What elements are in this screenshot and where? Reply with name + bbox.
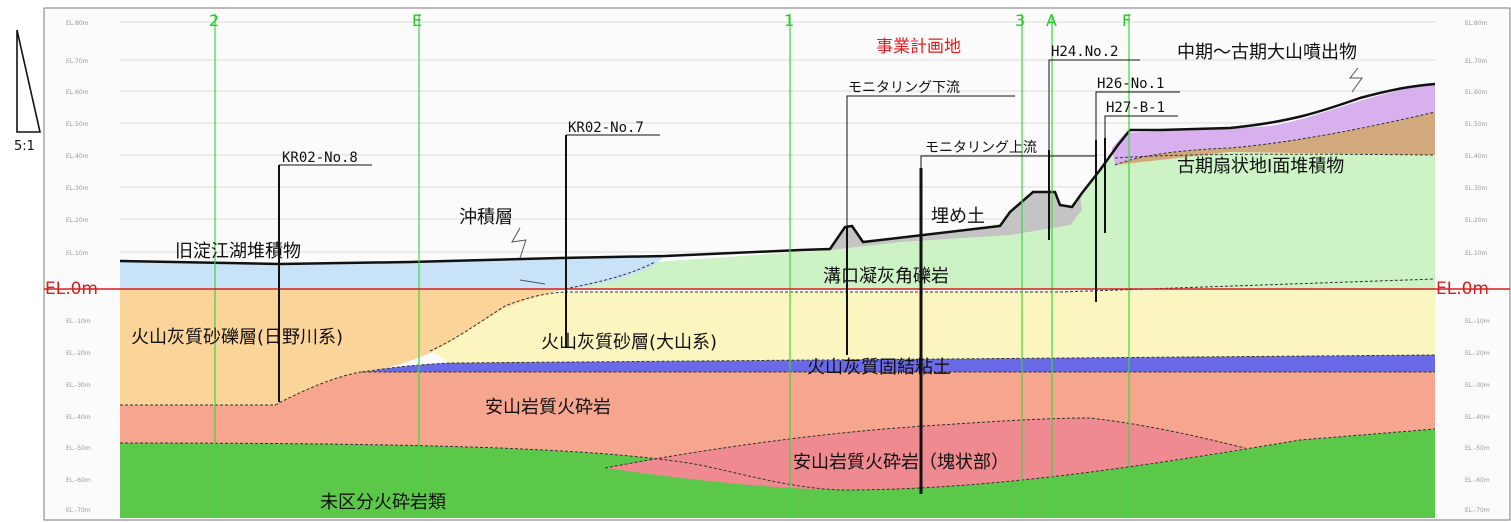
elevation-tick-label: EL.-70m [1465, 507, 1490, 514]
vertical-scale-triangle [16, 29, 42, 133]
elevation-tick-label: EL.-60m [1465, 477, 1490, 484]
label-alluvium: 沖積層 [459, 207, 513, 228]
elevation-tick-label: EL.50m [1465, 121, 1488, 128]
annotation-leaders [511, 67, 1363, 285]
scale-label: 5:1 [14, 139, 35, 154]
borehole-monitor-up-leader [920, 155, 1096, 168]
elevation-tick-label: EL.70m [66, 58, 89, 65]
borehole-label-kr02-no7: KR02-No.7 [568, 120, 644, 136]
label-andesitic-pyroclastics: 安山岩質火砕岩 [485, 397, 611, 418]
elevation-tick-label: EL.-10m [66, 318, 91, 325]
layer-daisen-ejecta [1112, 84, 1435, 165]
elevation-ticks-left: EL.80mEL.70mEL.60mEL.50mEL.40mEL.30mEL.2… [66, 20, 91, 514]
layer-mizokuchi-tuff-breccia [565, 150, 1435, 289]
elevation-ticks-right: EL.80mEL.70mEL.60mEL.50mEL.40mEL.30mEL.2… [1465, 20, 1490, 514]
elevation-tick-label: EL.20m [66, 217, 89, 224]
layer-old-yodoe-lake-deposits [120, 256, 665, 289]
survey-gridlines [214, 14, 1130, 518]
borehole-label-monitor-up: モニタリング上流 [925, 140, 1037, 156]
label-volcanic-ash-clay: 火山灰質固結粘土 [807, 357, 951, 378]
elevation-tick-label: EL.50m [66, 121, 89, 128]
grid-label-2: 2 [209, 11, 219, 30]
grid-label-a: A [1046, 11, 1057, 30]
ground-surface-line [119, 82, 1436, 266]
grid-label-f: F [1122, 11, 1131, 30]
elevation-tick-label: EL.-60m [66, 477, 91, 484]
elevation-tick-label: EL.-50m [1465, 445, 1490, 452]
label-daisen-ejecta: 中期～古期大山噴出物 [1177, 42, 1357, 63]
borehole-monitor-down-leader [846, 95, 1015, 226]
elevation-tick-label: EL.-40m [66, 414, 91, 421]
elevation-tick-label: EL.60m [1465, 89, 1488, 96]
borehole-h27-b1-leader [1104, 115, 1178, 138]
elevation-tick-label: EL.-40m [1465, 414, 1490, 421]
label-old-yodoe-lake-deposits: 旧淀江湖堆積物 [175, 241, 301, 262]
elevation-tick-label: EL.-10m [1465, 318, 1490, 325]
leader-alluvium-lower [519, 279, 546, 285]
project-site-title: 事業計画地 [876, 37, 961, 57]
elevation-tick-label: EL.80m [66, 20, 89, 27]
layer-old-fan-deposits [1115, 112, 1435, 165]
layer-volcanic-ash-clay [362, 355, 1435, 372]
elevation-tick-label: EL.-30m [66, 382, 91, 389]
layer-hino-volcanic-gravel [120, 289, 565, 405]
leader-ejecta [1348, 67, 1363, 93]
elevation-tick-label: EL.40m [66, 153, 89, 160]
elevation-tick-label: EL.-50m [66, 445, 91, 452]
label-undivided-pyroclastics: 未区分火砕岩類 [320, 492, 446, 513]
elevation-tick-label: EL.-70m [66, 507, 91, 514]
borehole-label-monitor-down: モニタリング下流 [848, 80, 960, 96]
borehole-label-h27-b1: H27-B-1 [1106, 100, 1165, 116]
label-fill-soil: 埋め土 [931, 206, 985, 227]
elevation-tick-label: EL.-20m [66, 350, 91, 357]
borehole-h26-no1-leader [1095, 91, 1180, 140]
elevation-tick-label: EL.-30m [1465, 382, 1490, 389]
layer-andesitic-pyroclastics-block [605, 418, 1245, 490]
elevation-tick-label: EL.10m [66, 250, 89, 257]
layer-undivided-pyroclastics [120, 429, 1435, 518]
layer-daisen-volcanic-sand [430, 289, 1435, 363]
datum-label-left: EL.0m [45, 279, 98, 299]
borehole-label-kr02-no8: KR02-No.8 [282, 150, 358, 166]
leader-alluvium [511, 227, 527, 259]
borehole-label-h24-no2: H24.No.2 [1051, 44, 1118, 60]
elevation-tick-label: EL.80m [1465, 20, 1488, 27]
elevation-tick-label: EL.30m [66, 185, 89, 192]
grid-label-e: E [412, 11, 422, 30]
elevation-tick-label: EL.10m [1465, 250, 1488, 257]
elevation-tick-label: EL.-20m [1465, 350, 1490, 357]
layer-fill-soil [830, 192, 1082, 250]
grid-label-1: 1 [784, 11, 794, 30]
label-andesitic-pyroclastics-block: 安山岩質火砕岩（塊状部） [793, 452, 1009, 473]
borehole-lines [278, 59, 1180, 494]
elevation-tick-label: EL.60m [66, 89, 89, 96]
label-daisen-volcanic-sand: 火山灰質砂層(大山系) [541, 332, 717, 353]
borehole-label-h26-no1: H26-No.1 [1097, 76, 1164, 92]
layer-boundaries [119, 111, 1436, 491]
borehole-h24-no2-leader [1048, 59, 1140, 150]
elevation-tick-label: EL.20m [1465, 217, 1488, 224]
label-hino-volcanic-gravel: 火山灰質砂礫層(日野川系) [131, 327, 343, 348]
label-old-fan-deposits: 古期扇状地Ⅰ面堆積物 [1177, 156, 1344, 177]
datum-label-right: EL.0m [1436, 279, 1489, 299]
grid-label-3: 3 [1015, 11, 1025, 30]
label-mizokuchi-tuff-breccia: 溝口凝灰角礫岩 [823, 266, 949, 287]
elevation-tick-label: EL.70m [1465, 58, 1488, 65]
elevation-tick-label: EL.40m [1465, 153, 1488, 160]
elevation-tick-label: EL.30m [1465, 185, 1488, 192]
